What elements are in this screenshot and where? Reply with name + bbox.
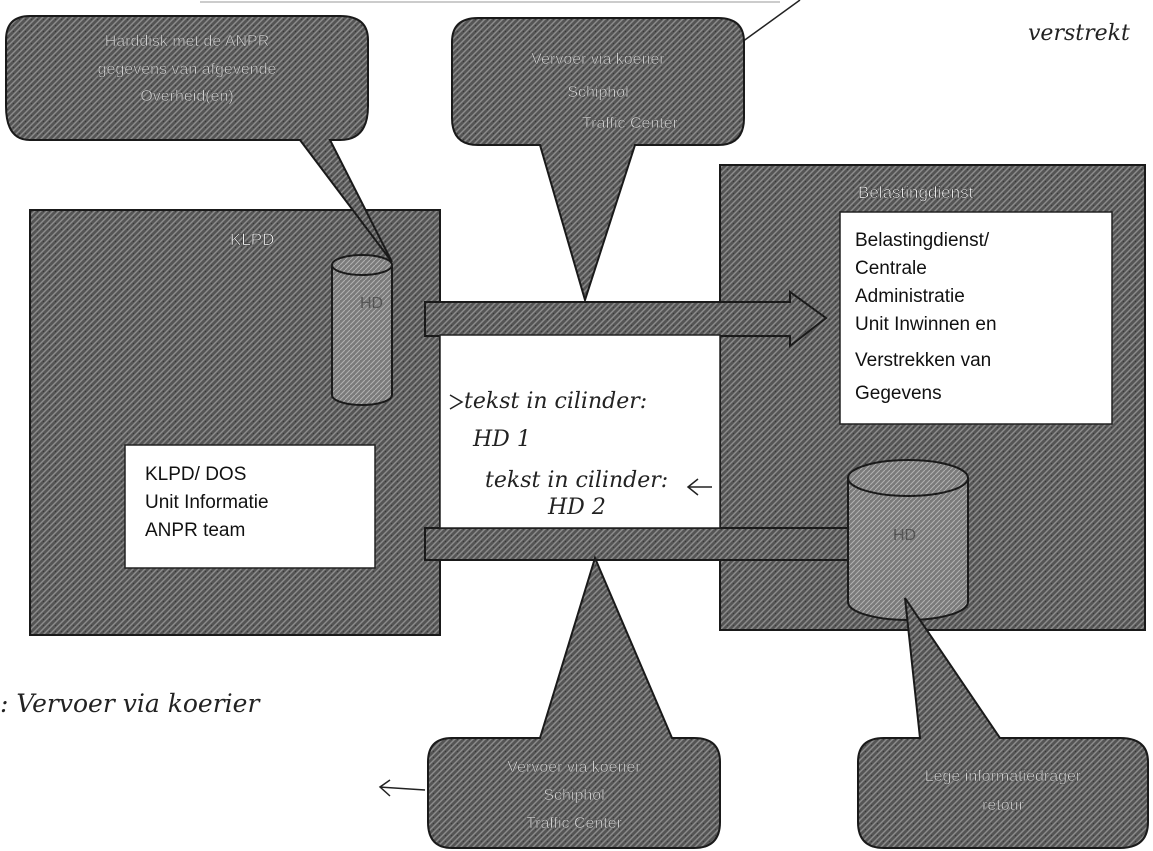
left-harddisk-cylinder: HD (331, 254, 393, 406)
handwritten-top-right: verstrekt (1028, 21, 1130, 46)
klpd-unit-line-2: Unit Informatie (145, 492, 269, 513)
bubble-bottom-center: Vervoer via koerier Schiphol Traffic Cen… (427, 555, 721, 849)
bubble-top-left-line-3: Overheid(en) (140, 88, 233, 105)
middle-annotation-box (439, 334, 721, 529)
handwritten-middle-line-2: HD 1 (472, 427, 531, 452)
handwritten-middle-line-1: tekst in cilinder: (464, 389, 647, 414)
hand-arrow-to-cylinder (686, 478, 712, 496)
bubble-top-center-line-3: Traffic Center (582, 115, 679, 132)
handwritten-middle-line-3: tekst in cilinder: (485, 468, 668, 493)
bubble-bottom-right-line-1: Lege informatiedrager (925, 768, 1082, 785)
right-cylinder-label: HD (893, 527, 916, 544)
belastingdienst-unit-line-5: Verstrekken van (855, 350, 991, 371)
bubble-top-left-line-2: gegevens van afgevende (98, 61, 277, 78)
bubble-top-left-line-1: Harddisk met de ANPR (105, 33, 270, 50)
bubble-top-left: Harddisk met de ANPR gegevens van afgeve… (5, 15, 393, 263)
bubble-bottom-center-line-1: Vervoer via koerier (507, 759, 641, 776)
belastingdienst-unit-line-4: Unit Inwinnen en (855, 314, 997, 335)
belastingdienst-title: Belastingdienst (858, 183, 974, 202)
bubble-bottom-center-line-2: Schiphol (543, 787, 604, 804)
left-cylinder-label: HD (360, 295, 383, 312)
belastingdienst-unit-box (839, 211, 1113, 425)
bubble-bottom-right-line-2: retour (982, 797, 1024, 814)
belastingdienst-unit-line-6: Gegevens (855, 383, 942, 404)
bubble-top-center-line-1: Vervoer via koerier (531, 51, 665, 68)
right-harddisk-cylinder: HD (847, 459, 969, 621)
handwritten-bottom-left: : Vervoer via koerier (0, 689, 261, 718)
klpd-title: KLPD (230, 230, 274, 249)
klpd-unit-box (124, 444, 376, 569)
handwritten-middle-line-4: HD 2 (547, 495, 606, 520)
klpd-unit-line-3: ANPR team (145, 520, 245, 541)
bubble-bottom-right: Lege informatiedrager retour (857, 597, 1149, 849)
top-right-leader-line (741, 0, 801, 43)
bubble-top-center-line-2: Schiphol (567, 84, 628, 101)
hand-arrow-into-box (449, 394, 464, 410)
bubble-bottom-center-line-3: Traffic Center (526, 815, 623, 832)
bottom-transfer-bar (424, 527, 861, 561)
belastingdienst-unit-line-2: Centrale (855, 258, 927, 279)
klpd-unit-line-1: KLPD/ DOS (145, 464, 246, 485)
bubble-top-center: Vervoer via koerier Schiphol Traffic Cen… (451, 17, 745, 304)
belastingdienst-unit-line-1: Belastingdienst/ (855, 230, 990, 251)
hand-arrow-bottom (378, 779, 426, 797)
belastingdienst-unit-line-3: Administratie (855, 286, 965, 307)
